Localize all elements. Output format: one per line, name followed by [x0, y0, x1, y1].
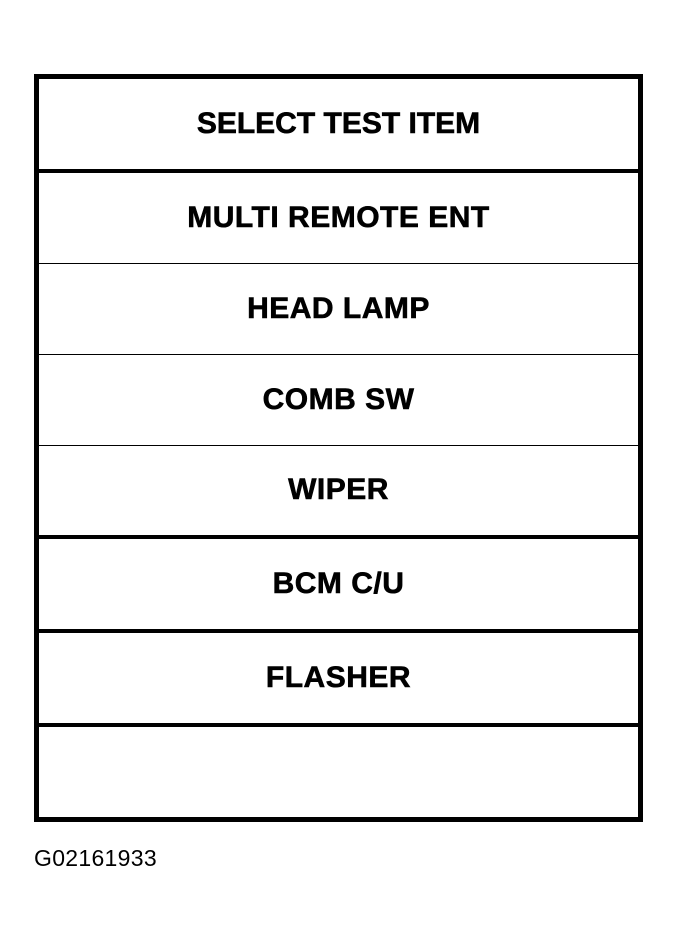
menu-row-label: BCM C/U	[272, 567, 405, 601]
menu-row-list: SELECT TEST ITEM MULTI REMOTE ENT HEAD L…	[39, 79, 638, 817]
menu-row-label: MULTI REMOTE ENT	[187, 200, 490, 234]
menu-row-empty[interactable]	[39, 727, 638, 817]
menu-row-flasher[interactable]: FLASHER	[39, 633, 638, 728]
menu-row-bcm-cu[interactable]: BCM C/U	[39, 539, 638, 634]
menu-row-multi-remote-ent[interactable]: MULTI REMOTE ENT	[39, 172, 638, 264]
menu-row-label: FLASHER	[265, 661, 412, 695]
menu-row-label: SELECT TEST ITEM	[196, 106, 481, 140]
menu-row-wiper[interactable]: WIPER	[39, 445, 638, 540]
menu-row-comb-sw[interactable]: COMB SW	[39, 354, 638, 446]
menu-row-select-test-item: SELECT TEST ITEM	[39, 79, 638, 173]
menu-row-label: WIPER	[288, 473, 389, 507]
menu-row-label: HEAD LAMP	[247, 291, 430, 325]
figure-caption: G02161933	[34, 845, 157, 871]
menu-row-label: COMB SW	[262, 382, 415, 416]
select-test-item-panel: SELECT TEST ITEM MULTI REMOTE ENT HEAD L…	[34, 74, 643, 822]
menu-row-head-lamp[interactable]: HEAD LAMP	[39, 263, 638, 355]
